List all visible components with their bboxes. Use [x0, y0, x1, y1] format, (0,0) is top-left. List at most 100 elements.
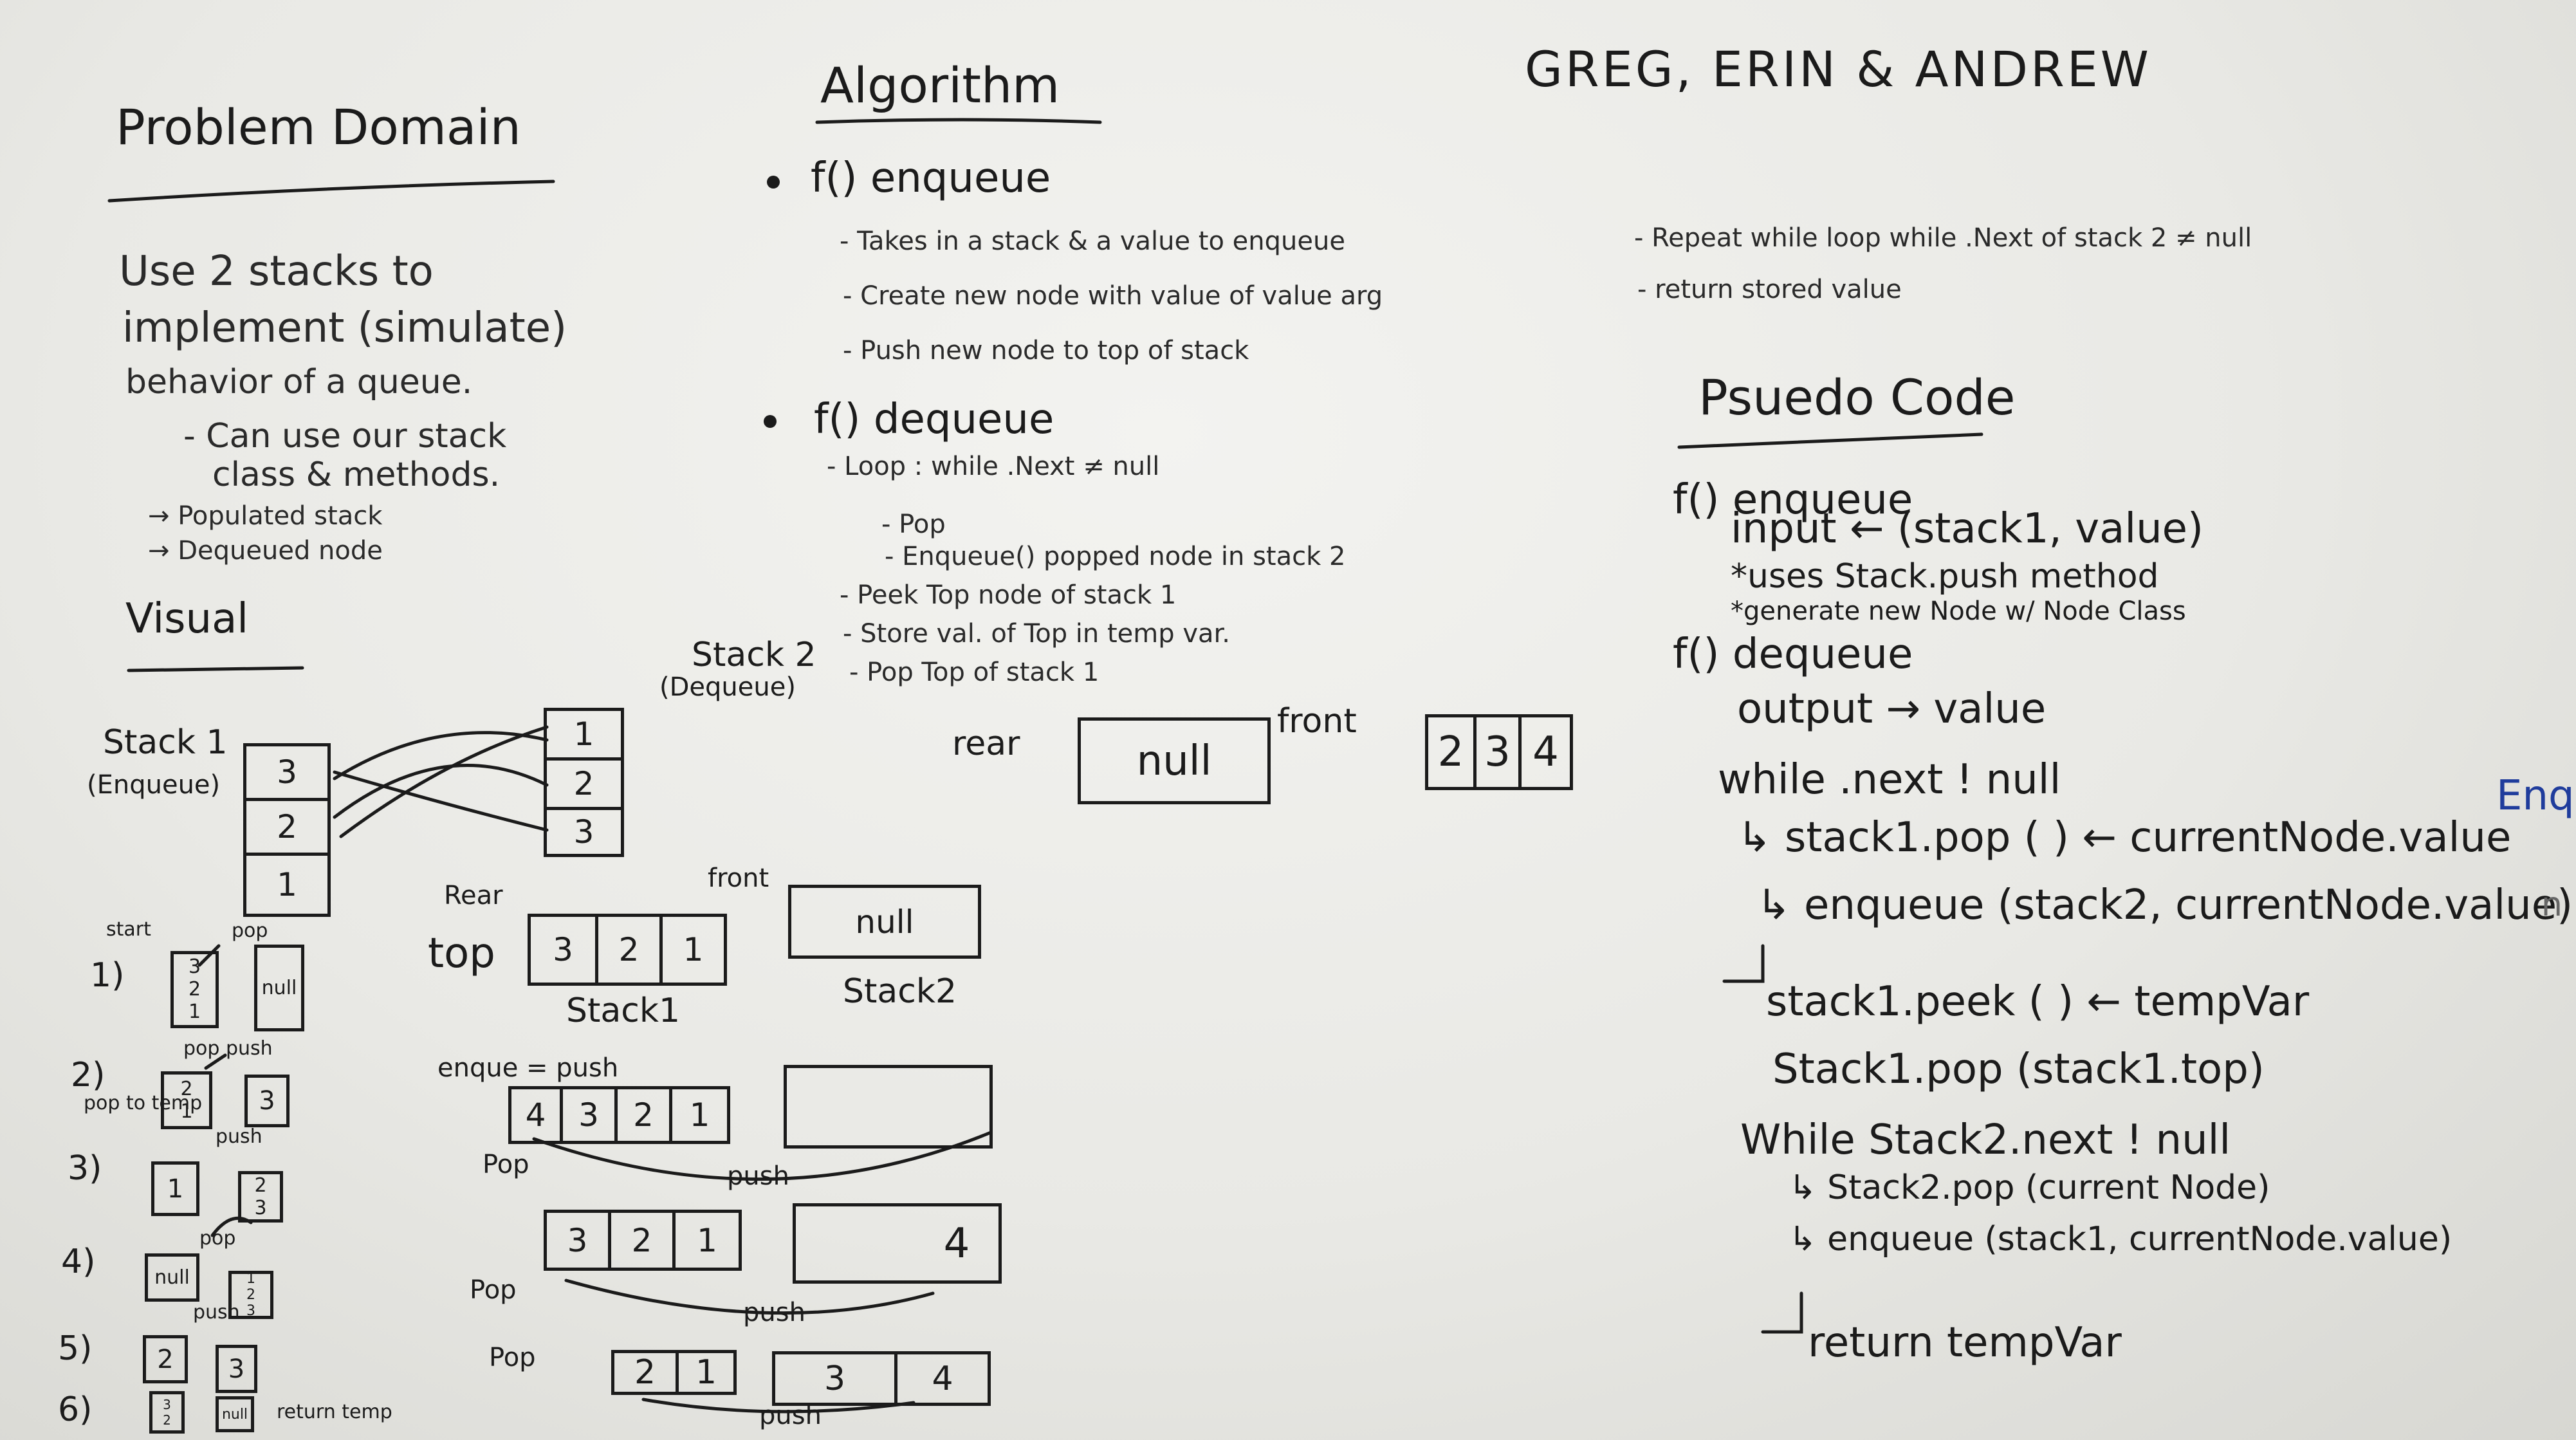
step-cell: 2 — [163, 1412, 171, 1428]
stack2-sublabel: (Dequeue) — [659, 672, 796, 702]
enqueue-line-2: - Create new node with value of value ar… — [843, 281, 1383, 311]
stack2-label: Stack 2 — [692, 636, 816, 674]
row2-cell: 3 — [563, 1089, 618, 1141]
step-1-stack-a — [170, 951, 219, 1028]
algorithm-underline — [815, 118, 1102, 124]
row2-stack2 — [784, 1065, 993, 1149]
step-2-note: pop to temp — [84, 1092, 203, 1114]
stack2-cell: 1 — [547, 711, 621, 761]
queue-box: 2 3 4 — [1425, 714, 1573, 790]
step-cell: null — [154, 1266, 190, 1289]
row1-left-caption: Stack1 — [566, 992, 681, 1030]
step-3-tag: push — [216, 1125, 262, 1148]
pseudo-line-8: ↳ stack1.pop ( ) ← currentNode.value — [1737, 814, 2512, 862]
algorithm-heading: Algorithm — [820, 57, 1060, 114]
step-cell: null — [261, 977, 297, 999]
step-cell: 3 — [246, 1303, 255, 1319]
pseudo-line-6: output → value — [1737, 685, 2047, 733]
row3-label: Pop — [483, 1150, 529, 1179]
dequeue-line-2: - Pop — [881, 510, 946, 539]
pseudo-line-1: f() enqueue — [1673, 476, 1913, 524]
step-2-tag: pop push — [183, 1037, 273, 1060]
queue-cell: 3 — [1477, 717, 1522, 787]
front-text: front — [1277, 702, 1357, 741]
step-5-num: 5) — [58, 1329, 93, 1368]
stack2-cell: 3 — [573, 813, 594, 851]
step-cell: 2 — [157, 1344, 174, 1374]
row1-cell: 2 — [598, 917, 663, 983]
row3-cell: 3 — [547, 1213, 611, 1268]
pseudo-line-13: ↳ Stack2.pop (current Node) — [1789, 1168, 2270, 1207]
enqueue-line-3: - Push new node to top of stack — [843, 336, 1249, 365]
stack2-box: 1 2 3 — [544, 708, 624, 857]
cross-arrow-1 — [333, 731, 549, 780]
stack1-cell: 2 — [246, 801, 327, 856]
problem-domain-heading: Problem Domain — [116, 98, 521, 156]
row4-cell: 4 — [932, 1359, 953, 1398]
row2-arrow-label: push — [727, 1161, 789, 1191]
dequeue-line-6: - Pop Top of stack 1 — [849, 658, 1099, 687]
step-4-num: 4) — [61, 1242, 96, 1281]
row2-cell: 1 — [689, 1096, 710, 1134]
step-4-tag: pop — [199, 1227, 236, 1250]
note-line-2: - return stored value — [1637, 275, 1902, 304]
pseudo-line-12: While Stack2.next ! null — [1740, 1116, 2231, 1164]
problem-line-6: → Populated stack — [148, 501, 383, 531]
edge-text-2: n — [2541, 885, 2562, 924]
step-4-cells: 1 2 3 — [232, 1271, 270, 1319]
step-1-stack-b: null — [254, 945, 304, 1031]
step-2-cells: 2 1 — [164, 1075, 209, 1126]
step-6-stack-a: 3 2 — [149, 1391, 185, 1434]
stack1-sublabel: (Enqueue) — [87, 770, 221, 800]
problem-line-2: implement (simulate) — [122, 304, 567, 352]
row2-label: enque = push — [437, 1053, 619, 1083]
step-5-stack-b: 3 — [216, 1345, 257, 1393]
enqueue-title: f() enqueue — [811, 154, 1051, 202]
step-3-num: 3) — [68, 1149, 102, 1188]
row4-cell: 3 — [775, 1354, 897, 1403]
dequeue-title: f() dequeue — [814, 396, 1054, 443]
step-1-cells: 3 2 1 — [174, 954, 216, 1024]
dequeue-line-5: - Store val. of Top in temp var. — [843, 619, 1231, 649]
step-cell: 3 — [254, 1197, 267, 1219]
dequeue-line-1: - Loop : while .Next ≠ null — [827, 452, 1160, 481]
step-cell: 2 — [246, 1287, 255, 1303]
step-cell: 1 — [188, 1000, 201, 1023]
step-3-stack-b: 2 3 — [238, 1171, 283, 1223]
stack2-cell: 2 — [547, 761, 621, 810]
step-5-tag: push — [193, 1301, 240, 1324]
stack1-label: Stack 1 — [103, 723, 228, 762]
dequeue-line-3: - Enqueue() popped node in stack 2 — [885, 542, 1346, 571]
front-label: front — [708, 863, 769, 893]
problem-line-4: - Can use our stack — [183, 417, 507, 456]
problem-line-3: behavior of a queue. — [125, 363, 473, 402]
pseudo-line-9: ↳ enqueue (stack2, currentNode.value) — [1756, 882, 2573, 929]
pseudo-line-10: stack1.peek ( ) ← tempVar — [1766, 978, 2310, 1026]
row3-cell: 2 — [611, 1213, 676, 1268]
pseudo-heading: Psuedo Code — [1698, 369, 2016, 426]
authors: GREG, ERIN & ANDREW — [1525, 41, 2151, 98]
row4-label: Pop — [489, 1343, 536, 1372]
row3-stack1: 3 2 1 — [544, 1210, 742, 1271]
pseudo-line-7: while .next ! null — [1718, 756, 2061, 804]
row4-stack2: 3 4 — [772, 1351, 991, 1406]
step-3-stack-a: 1 — [151, 1161, 199, 1216]
pseudo-line-5: f() dequeue — [1673, 631, 1913, 678]
top-label: top — [428, 930, 495, 977]
pseudo-line-15: return tempVar — [1808, 1319, 2122, 1367]
step-cell: 2 — [188, 977, 201, 1001]
step-cell: 3 — [163, 1397, 171, 1412]
dequeue-line-4: - Peek Top node of stack 1 — [840, 580, 1177, 610]
row2-cell: 4 — [511, 1089, 563, 1141]
row3-cell: 4 — [943, 1219, 970, 1268]
row1-stack2: null — [788, 885, 981, 959]
row1-cell: null — [855, 903, 914, 941]
row3-cell: 1 — [697, 1221, 717, 1259]
row4-cell: 2 — [614, 1353, 679, 1392]
step-cell: 3 — [188, 955, 201, 978]
step-6-cells: 3 2 — [152, 1394, 181, 1430]
step-4-stack-b: 1 2 3 — [228, 1271, 273, 1319]
push-arc-2 — [564, 1278, 935, 1315]
visual-underline — [127, 666, 304, 672]
